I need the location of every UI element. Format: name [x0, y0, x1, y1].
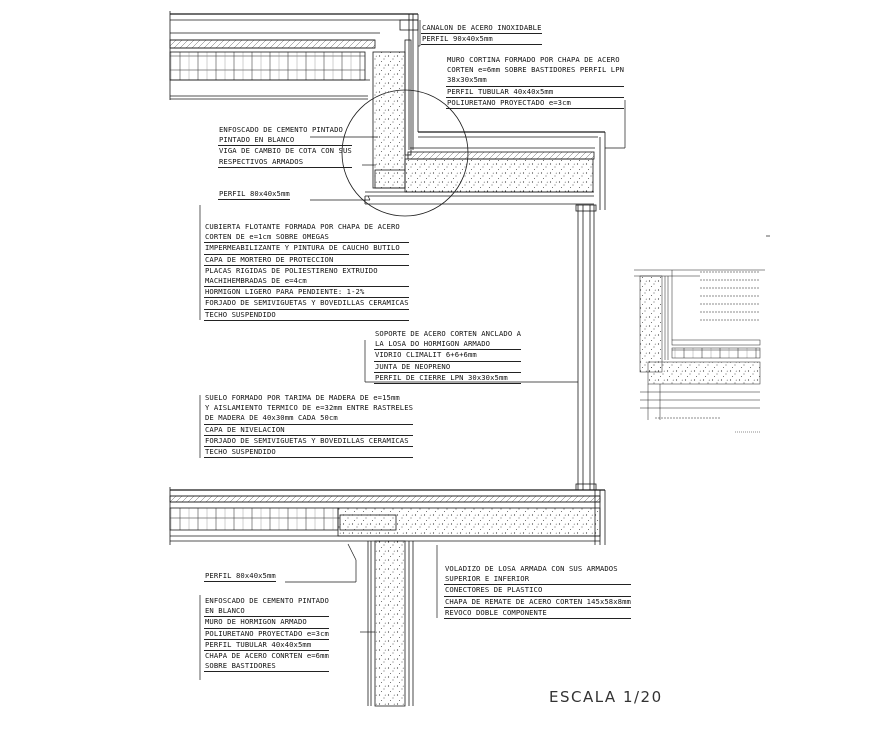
label-muro-cortina: MURO CORTINA FORMADO POR CHAPA DE ACERO …: [446, 55, 625, 109]
label-perfil-top: PERFIL 80x40x5mm: [218, 189, 290, 201]
lower-floor-slab: [169, 487, 606, 545]
label-soporte: SOPORTE DE ACERO CORTEN ANCLADO A LA LOS…: [374, 329, 522, 384]
label-suelo: SUELO FORMADO POR TARIMA DE MADERA DE e=…: [204, 393, 414, 459]
lower-concrete-wall: [367, 540, 414, 707]
thumbnail-detail: [634, 269, 765, 433]
label-enfoscado-bottom: ENFOSCADO DE CEMENTO PINTADO EN BLANCO M…: [204, 596, 329, 673]
label-voladizo: VOLADIZO DE LOSA ARMADA CON SUS ARMADOS …: [444, 564, 631, 619]
label-perfil-bottom: PERFIL 80x40x5mm: [204, 571, 276, 583]
glazing-frame: [575, 204, 597, 491]
drawing-scale: ESCALA 1/20: [549, 688, 663, 706]
label-cubierta: CUBIERTA FLOTANTE FORMADA POR CHAPA DE A…: [204, 222, 409, 321]
leader-lines: [199, 20, 626, 680]
upper-roof-slab: [169, 11, 418, 100]
label-canalon: CANALON DE ACERO INOXIDABLE PERFIL 90x40…: [421, 23, 542, 46]
label-enfoscado-top: ENFOSCADO DE CEMENTO PINTADO PINTADO EN …: [218, 125, 352, 168]
middle-roof-slab: [364, 131, 606, 210]
upper-beam: [372, 14, 419, 189]
